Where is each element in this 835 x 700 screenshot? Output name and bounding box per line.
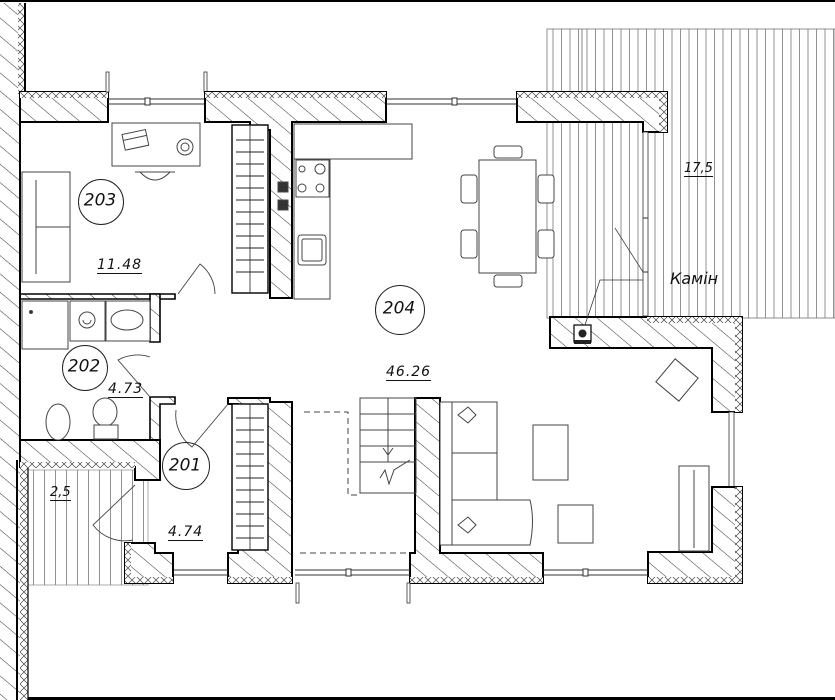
room-202-marker [62, 345, 108, 391]
washing-machine [69, 300, 106, 342]
room-203-marker [78, 179, 124, 225]
fireplace-icon [573, 324, 592, 344]
corner-sofa [439, 401, 533, 546]
porch-area: 2,5 [50, 485, 71, 501]
window-kitchen [386, 97, 517, 106]
window-room-203 [105, 71, 208, 106]
armchair-2 [655, 358, 699, 402]
room-203-number: 203 [83, 190, 117, 211]
interior-walls [19, 122, 176, 481]
door-swings [92, 263, 229, 542]
dining-set [460, 145, 555, 288]
kitchen-counters [277, 123, 413, 300]
laptop-icon [121, 128, 150, 151]
terrace-area: 17,5 [684, 161, 713, 177]
room-203-furniture [21, 122, 201, 283]
kitchen-sink-icon [297, 234, 327, 266]
wardrobe-203 [231, 124, 269, 294]
exterior-walls-top [19, 71, 668, 299]
bidet [45, 403, 71, 441]
fireplace-callout: Камін [670, 269, 719, 288]
office-chair-icon [139, 171, 171, 181]
exterior-walls-bottom [124, 397, 648, 604]
room-201-area: 4.74 [168, 524, 204, 541]
stove-icon [295, 159, 330, 198]
coffee-table [532, 424, 569, 481]
armchair-1 [557, 504, 594, 544]
terrace-deck [546, 28, 835, 319]
room-201-marker [162, 442, 210, 490]
room-204-marker [375, 285, 425, 335]
fireplace-wall [549, 279, 743, 413]
room-202-area: 4.73 [108, 381, 144, 398]
shower [21, 300, 69, 350]
living-furniture [439, 358, 710, 552]
dining-table [478, 159, 537, 274]
staircase [300, 397, 417, 554]
right-lower-walls [647, 411, 743, 584]
toilet [92, 397, 118, 427]
bathroom-202-fixtures [21, 300, 151, 441]
room-204-number: 204 [382, 298, 416, 319]
room-202-number: 202 [67, 356, 101, 377]
room-204-area: 46.26 [386, 364, 432, 381]
room-203-area: 11.48 [97, 257, 143, 274]
room-201-number: 201 [168, 455, 202, 476]
wardrobe-201 [231, 403, 269, 551]
